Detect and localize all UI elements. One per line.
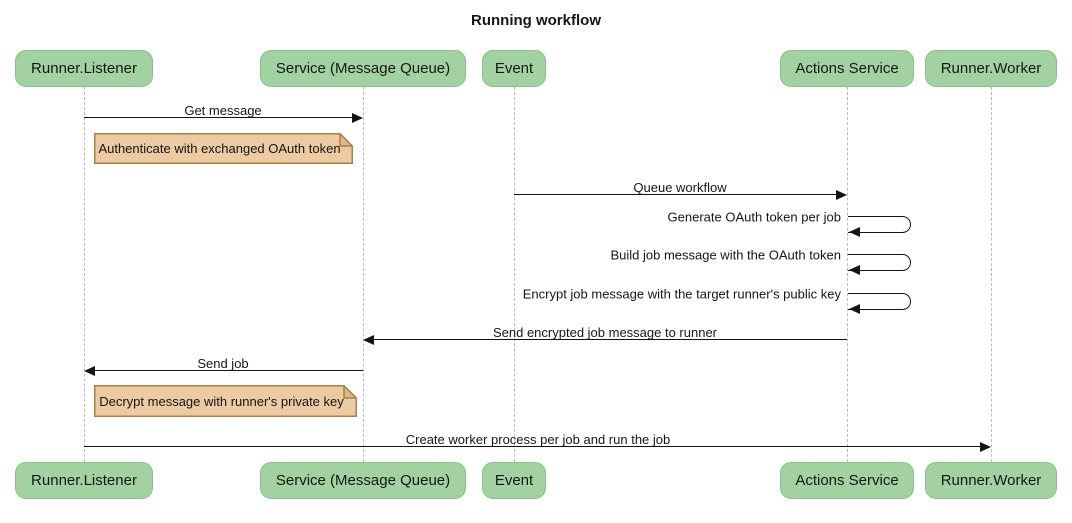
message-line [95, 370, 363, 371]
actor-top-actions-service: Actions Service [780, 50, 914, 87]
message-label-send-job: Send job [197, 356, 249, 371]
message-line [84, 117, 352, 118]
actor-bottom-runner-worker: Runner.Worker [925, 462, 1057, 499]
arrowhead-left-icon [849, 265, 860, 275]
actor-top-service-message-queue: Service (Message Queue) [260, 50, 466, 87]
note-authenticate: Authenticate with exchanged OAuth token [94, 133, 353, 164]
arrowhead-left-icon [363, 335, 374, 345]
self-loop [848, 254, 911, 271]
diagram-title: Running workflow [471, 12, 601, 29]
actor-bottom-event: Event [482, 462, 546, 499]
note-decrypt: Decrypt message with runner's private ke… [94, 385, 357, 417]
message-label-send-encrypted: Send encrypted job message to runner [492, 325, 718, 340]
actor-bottom-actions-service: Actions Service [780, 462, 914, 499]
message-label-queue-workflow: Queue workflow [633, 180, 727, 195]
actor-label: Service (Message Queue) [275, 472, 451, 489]
message-label-get-message: Get message [184, 103, 262, 118]
lifeline-runner-listener [84, 87, 85, 462]
arrowhead-right-icon [836, 190, 847, 200]
message-label-create-worker: Create worker process per job and run th… [405, 432, 671, 447]
actor-top-event: Event [482, 50, 546, 87]
actor-label: Actions Service [795, 60, 899, 77]
actor-label: Runner.Worker [940, 60, 1042, 77]
lifeline-event [514, 87, 515, 462]
actor-label: Runner.Worker [940, 472, 1042, 489]
arrowhead-right-icon [980, 442, 991, 452]
self-message-label-build-message: Build job message with the OAuth token [610, 247, 841, 263]
actor-top-runner-listener: Runner.Listener [15, 50, 153, 87]
actor-label: Event [494, 60, 534, 77]
arrowhead-right-icon [352, 113, 363, 123]
message-line [84, 446, 980, 447]
self-message-label-encrypt-message: Encrypt job message with the target runn… [522, 286, 841, 302]
arrowhead-left-icon [849, 227, 860, 237]
actor-top-runner-worker: Runner.Worker [925, 50, 1057, 87]
arrowhead-left-icon [84, 366, 95, 376]
message-line [514, 194, 836, 195]
self-message-label-generate-token: Generate OAuth token per job [667, 209, 841, 225]
self-loop [848, 216, 911, 233]
lifeline-actions-service [847, 87, 848, 462]
note-label: Authenticate with exchanged OAuth token [98, 141, 341, 156]
message-line [374, 339, 847, 340]
actor-label: Actions Service [795, 472, 899, 489]
self-loop [848, 293, 911, 310]
actor-label: Runner.Listener [31, 472, 137, 489]
note-shape-icon [94, 385, 357, 417]
actor-bottom-service-message-queue: Service (Message Queue) [260, 462, 466, 499]
lifeline-service-message-queue [363, 87, 364, 462]
arrowhead-left-icon [849, 304, 860, 314]
actor-bottom-runner-listener: Runner.Listener [15, 462, 153, 499]
note-shape-icon [94, 133, 353, 164]
actor-label: Event [494, 472, 534, 489]
note-label: Decrypt message with runner's private ke… [99, 393, 344, 409]
actor-label: Service (Message Queue) [275, 60, 451, 77]
actor-label: Runner.Listener [31, 60, 137, 77]
lifeline-runner-worker [991, 87, 992, 462]
